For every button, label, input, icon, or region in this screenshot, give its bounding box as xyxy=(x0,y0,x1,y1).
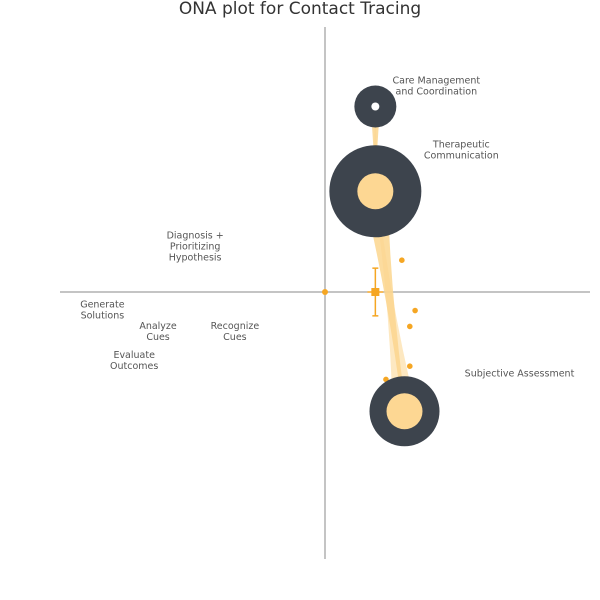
node-2-inner xyxy=(386,393,423,430)
unit-point-1 xyxy=(412,307,418,314)
group-means xyxy=(322,267,384,317)
node-1-inner xyxy=(357,173,394,210)
mean-point-0 xyxy=(322,289,328,295)
network-edge-1-reverse xyxy=(373,191,417,413)
node-label-2: Subjective Assessment xyxy=(465,368,575,379)
unit-point-3 xyxy=(407,363,413,370)
chart-title: ONA plot for Contact Tracing xyxy=(179,0,421,19)
node-0-inner xyxy=(371,102,380,111)
mean-square-1 xyxy=(371,288,380,296)
unit-point-2 xyxy=(407,323,413,330)
network-nodes xyxy=(329,85,440,447)
unit-point-0 xyxy=(399,257,405,264)
